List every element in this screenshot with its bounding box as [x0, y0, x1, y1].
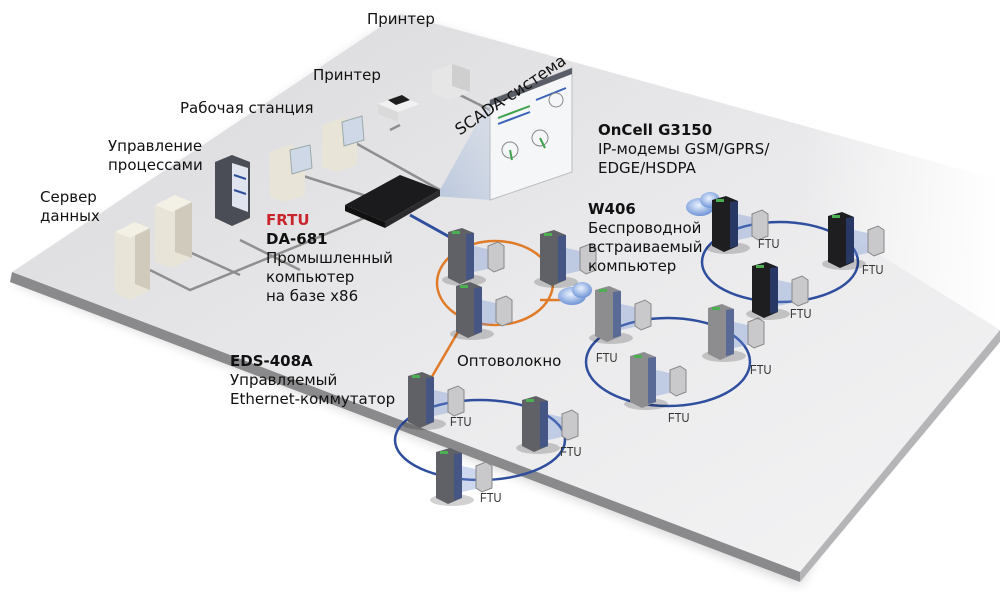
scada-projection [420, 100, 490, 200]
ftu-device[interactable] [867, 225, 885, 257]
w406-desc-1: Беспроводной [588, 219, 702, 237]
ftu-device[interactable] [487, 241, 505, 273]
ftu-device[interactable] [579, 243, 597, 275]
data-server-label: Сервер данных [40, 188, 100, 226]
ftu-label: FTU [790, 306, 812, 321]
platform [10, 0, 1000, 585]
oncell-desc-2: EDGE/HSDPA [598, 159, 696, 177]
oncell-label: OnCell G3150 IP-модемы GSM/GPRS/ EDGE/HS… [598, 121, 769, 178]
oncell-ring [700, 220, 860, 304]
ftu-label: FTU [560, 444, 582, 459]
data-server-line-1: Сервер [40, 188, 97, 206]
eds-switch[interactable] [430, 448, 480, 506]
da-681-computer[interactable] [345, 175, 440, 228]
da681-desc-3: на базе x86 [266, 287, 359, 305]
process-control-rack[interactable] [215, 155, 250, 226]
workstation-2[interactable] [322, 115, 365, 172]
process-control-line-2: процессами [108, 156, 203, 174]
fiber-label: Оптоволокно [457, 352, 562, 370]
ftu-device[interactable] [634, 299, 652, 331]
ftu-label: FTU [668, 410, 690, 425]
da681-desc-1: Промышленный [266, 249, 393, 267]
oncell-modem[interactable] [706, 196, 756, 254]
data-server-2[interactable] [155, 195, 192, 268]
ftu-device[interactable] [495, 295, 513, 327]
ftu-device[interactable] [561, 409, 579, 441]
da681-desc-2: компьютер [266, 268, 355, 286]
da681-label: FRTU DA-681 Промышленный компьютер на ба… [266, 211, 393, 306]
process-control-line-1: Управление [108, 137, 203, 155]
da681-fiber-link [409, 213, 456, 242]
eds408a-desc-2: Ethernet-коммутатор [230, 390, 396, 408]
w406-ring [584, 316, 752, 408]
scada-screen[interactable] [489, 67, 573, 201]
printer-label-1: Принтер [367, 10, 435, 28]
da681-model: DA-681 [266, 230, 328, 248]
eds408a-label: EDS-408A Управляемый Ethernet-коммутатор [230, 352, 395, 409]
w406-desc-2: встраиваемый [588, 238, 703, 256]
printer-label-2: Принтер [313, 66, 381, 84]
printer-1[interactable] [378, 95, 420, 122]
oncell-model: OnCell G3150 [598, 121, 713, 139]
ftu-device[interactable] [447, 385, 465, 417]
cloud-icon [558, 282, 592, 305]
oncell-desc-1: IP-модемы GSM/GPRS/ [598, 140, 770, 158]
ftu-device[interactable] [669, 365, 687, 397]
data-server-line-2: данных [40, 207, 100, 225]
ftu-device[interactable] [475, 461, 493, 493]
ftu-label: FTU [750, 362, 772, 377]
w406-computer[interactable] [702, 304, 752, 362]
w406-label: W406 Беспроводной встраиваемый компьютер [588, 200, 702, 276]
ftu-label: FTU [480, 490, 502, 505]
printer-2[interactable] [432, 64, 470, 100]
w406-desc-3: компьютер [588, 257, 677, 275]
process-control-label: Управление процессами [108, 137, 203, 175]
ftu-label: FTU [862, 262, 884, 277]
ftu-label: FTU [450, 414, 472, 429]
ftu-device[interactable] [751, 209, 769, 241]
ftu-label: FTU [758, 236, 780, 251]
w406-model: W406 [588, 200, 636, 218]
ftu-label: FTU [596, 350, 618, 365]
data-server-1[interactable] [115, 222, 150, 300]
workstation-label: Рабочая станция [180, 99, 314, 117]
eds408a-desc-1: Управляемый [230, 371, 338, 389]
ftu-device[interactable] [747, 317, 765, 349]
frtu-label: FRTU [266, 211, 310, 229]
ftu-device[interactable] [791, 275, 809, 307]
eds408a-model: EDS-408A [230, 352, 313, 370]
workstation-1[interactable] [270, 144, 313, 202]
